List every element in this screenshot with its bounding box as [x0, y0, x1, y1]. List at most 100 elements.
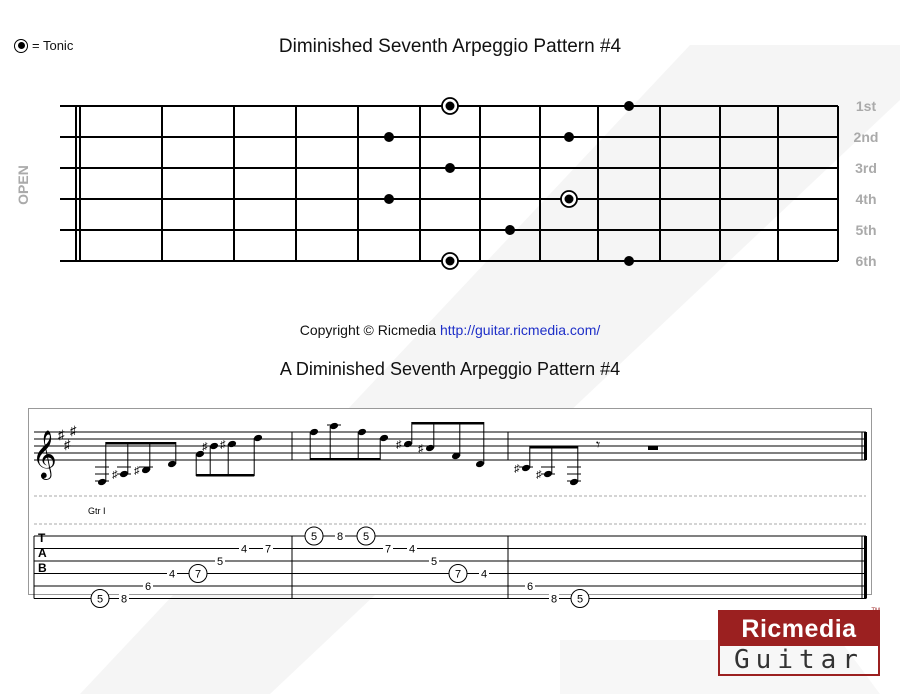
tab-final-thick — [864, 536, 867, 599]
tab-number: 7 — [385, 544, 391, 556]
key-signature-sharp: ♯ — [70, 423, 77, 438]
beam — [529, 446, 578, 449]
note-dot — [624, 101, 634, 111]
note-dot — [445, 163, 455, 173]
tab-number: 5 — [97, 594, 103, 606]
note-head — [309, 428, 319, 436]
note-head — [569, 478, 579, 486]
notation-frame — [28, 408, 872, 595]
notation-title: A Diminished Seventh Arpeggio Pattern #4 — [279, 359, 621, 379]
note-head — [227, 440, 237, 448]
page-title: Diminished Seventh Arpeggio Pattern #4 — [278, 36, 622, 57]
accidental-sharp: ♯ — [202, 441, 208, 453]
logo-top: Ricmedia — [720, 612, 878, 646]
note-head — [425, 444, 435, 452]
accidental-sharp: ♯ — [514, 463, 520, 475]
tonic-circle — [356, 526, 376, 546]
string-label: 4th — [856, 191, 877, 207]
accidental-sharp: ♯ — [536, 469, 542, 481]
tab-number-bg — [119, 592, 129, 605]
note-head — [403, 440, 413, 448]
tab-number-bg — [549, 592, 559, 605]
copyright-link[interactable]: http://guitar.ricmedia.com/ — [439, 322, 601, 338]
ricmedia-logo: Ricmedia Guitar TM — [718, 608, 880, 676]
tab-number-bg — [215, 555, 225, 567]
tab-letter: T — [38, 531, 46, 545]
tab-number-bg — [167, 567, 177, 580]
fretboard-diagram: 1st 2nd 3rd 4th 5th 6th — [60, 97, 879, 270]
tonic-circle — [570, 589, 590, 608]
string-label: 6th — [856, 253, 877, 269]
tab-number-bg — [143, 580, 153, 592]
string-label: 1st — [856, 98, 877, 114]
legend: = Tonic — [14, 38, 73, 53]
tab-number-bg — [479, 567, 489, 580]
tab-number-bg — [383, 542, 393, 555]
beam — [310, 458, 381, 461]
track-label: Gtr I — [88, 506, 106, 516]
beam — [105, 442, 176, 445]
tab-number: 7 — [265, 544, 271, 556]
note-head — [167, 460, 177, 468]
note-head — [97, 478, 107, 486]
half-rest-icon — [648, 446, 658, 450]
tonic-note-center — [445, 256, 455, 266]
accidental-sharp: ♯ — [112, 469, 118, 481]
key-signature-sharp: ♯ — [58, 427, 65, 442]
note-head — [451, 452, 461, 460]
tab-number: 7 — [455, 569, 461, 581]
beam — [411, 422, 484, 425]
tonic-circle — [448, 564, 468, 583]
tab-number: 5 — [577, 594, 583, 606]
tab-number-bg — [239, 542, 249, 555]
key-signature-sharp: ♯ — [64, 437, 71, 452]
tab-letter: A — [38, 546, 47, 560]
tab-number: 4 — [169, 569, 175, 581]
string-label: 5th — [856, 222, 877, 238]
note-head — [329, 422, 339, 430]
tab-number-bg — [335, 530, 345, 542]
accidental-sharp: ♯ — [418, 443, 424, 455]
accidental-sharp: ♯ — [134, 465, 140, 477]
note-head — [475, 460, 485, 468]
tab-number: 5 — [363, 531, 369, 543]
logo-tm: TM — [871, 608, 880, 614]
copyright: Copyright © Ricmedia http://guitar.ricme… — [0, 322, 900, 338]
string-label: 2nd — [854, 129, 879, 145]
tonic-note-center — [564, 194, 574, 204]
tab-number-bg — [525, 580, 535, 592]
accidental-sharp: ♯ — [396, 439, 402, 451]
eighth-rest-icon: 𝄾 — [596, 437, 600, 454]
tab-number: 4 — [409, 544, 415, 556]
open-label: OPEN — [15, 165, 31, 205]
final-barline-thick — [864, 432, 867, 460]
tab-letter: B — [38, 561, 47, 575]
note-dot — [505, 225, 515, 235]
tab-number-bg — [263, 542, 273, 555]
tab-number: 8 — [551, 594, 557, 606]
tab-number: 8 — [337, 531, 343, 543]
tab-number: 6 — [527, 581, 533, 593]
note-dot — [384, 132, 394, 142]
tab-number: 4 — [241, 544, 247, 556]
tab-number: 5 — [217, 556, 223, 568]
note-dot — [624, 256, 634, 266]
note-head — [521, 464, 531, 472]
tab-number: 8 — [121, 594, 127, 606]
note-dot — [564, 132, 574, 142]
note-head — [195, 450, 205, 458]
tab-number: 4 — [481, 569, 487, 581]
logo-bottom: Guitar — [734, 645, 864, 675]
tab-number: 5 — [311, 531, 317, 543]
accidental-sharp: ♯ — [220, 439, 226, 451]
note-head — [141, 466, 151, 474]
tonic-circle — [304, 526, 324, 546]
note-head — [379, 434, 389, 442]
copyright-text: Copyright © Ricmedia — [299, 322, 437, 338]
treble-clef-icon: 𝄞 — [32, 430, 57, 480]
tab-number-bg — [407, 542, 417, 555]
note-head — [253, 434, 263, 442]
tab-number: 7 — [195, 569, 201, 581]
string-label: 3rd — [855, 160, 877, 176]
